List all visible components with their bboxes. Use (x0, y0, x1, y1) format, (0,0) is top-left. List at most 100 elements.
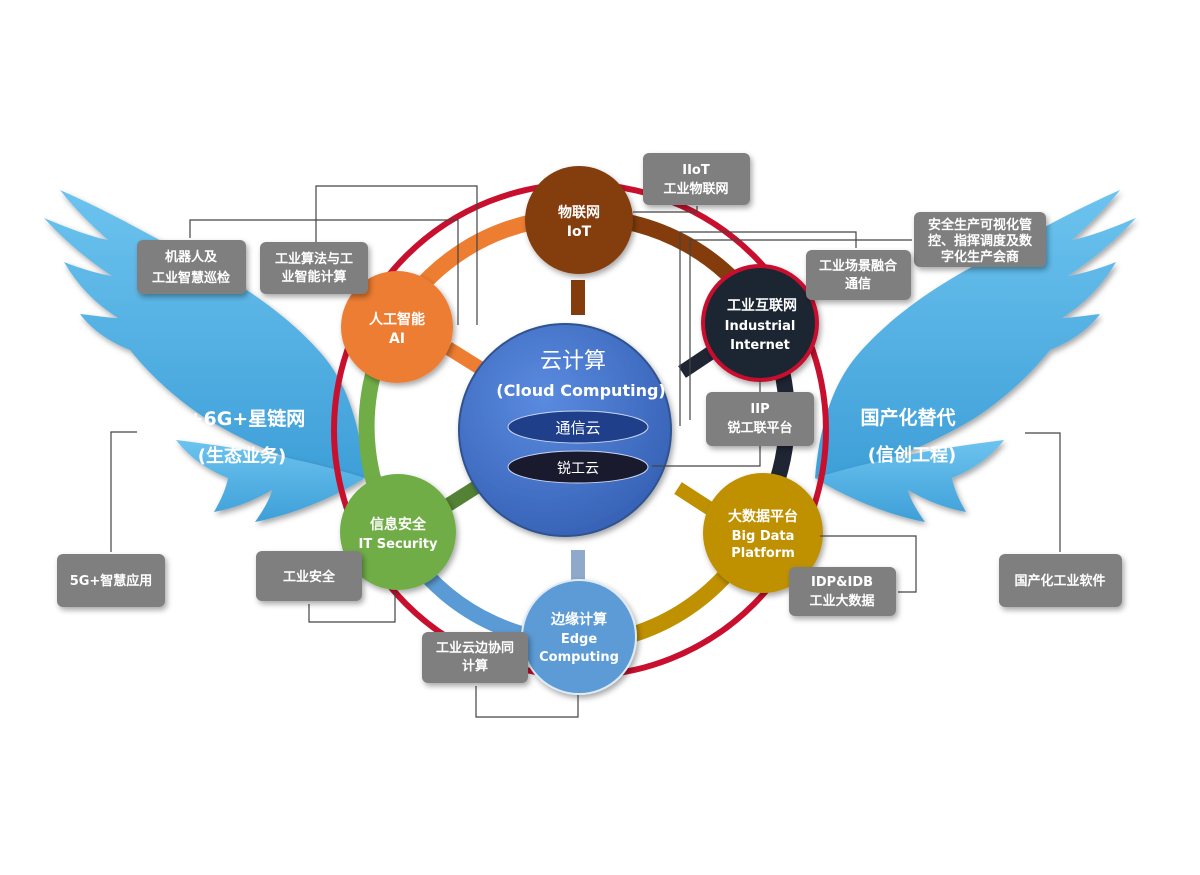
node-big-data: 大数据平台 Big Data Platform (703, 473, 823, 593)
node-bigdata-label-en2: Platform (731, 546, 795, 561)
box-iip-line2: 锐工联平台 (727, 420, 792, 436)
node-security-label-en: IT Security (359, 537, 438, 552)
node-bigdata-label-cn: 大数据平台 (728, 508, 798, 525)
node-iot-circle (525, 166, 633, 274)
center-title: 云计算 (540, 349, 606, 374)
box-scene-line1: 工业场景融合 (819, 258, 898, 274)
box-domestic-bg (999, 554, 1122, 607)
right-wing-title: 国产化替代 (860, 406, 955, 429)
box-iiot-line2: 工业物联网 (663, 181, 728, 197)
pill-comm-cloud-label: 通信云 (555, 419, 600, 437)
node-bigdata-label-en1: Big Data (732, 529, 795, 544)
right-wing-subtitle: (信创工程) (868, 444, 956, 466)
box-industrial-security: 工业安全 (256, 551, 362, 601)
box-idp: IDP&IDB 工业大数据 (789, 567, 896, 616)
box-edgecoop-line2: 计算 (462, 658, 488, 674)
spokes (444, 280, 716, 582)
node-security: 信息安全 IT Security (340, 474, 456, 590)
node-edge-label-en2: Computing (539, 650, 619, 665)
box-domestic-software: 国产化工业软件 (999, 554, 1122, 607)
spoke-ai (444, 342, 484, 374)
box-safety: 安全生产可视化管 控、指挥调度及数 字化生产会商 (914, 212, 1046, 267)
info-boxes: IIoT 工业物联网 安全生产可视化管 控、指挥调度及数 字化生产会商 工业场景… (57, 153, 1122, 683)
box-iip: IIP 锐工联平台 (706, 392, 814, 446)
node-ai: 人工智能 AI (341, 271, 453, 383)
box-indsec-bg (256, 551, 362, 601)
connector-wing-domestic (1025, 432, 1061, 552)
spoke-bigdata (674, 482, 716, 516)
connector-iot-iiot (633, 206, 698, 213)
node-security-circle (340, 474, 456, 590)
right-wing: 国产化替代 (信创工程) (815, 190, 1136, 522)
box-safety-line2: 控、指挥调度及数 (928, 233, 1033, 249)
box-5g-bg (57, 554, 165, 607)
box-robot-bg (137, 240, 246, 294)
left-wing: 5G+6G+星链网 (生态业务) (44, 190, 365, 522)
box-algo-line2: 业智能计算 (281, 269, 346, 285)
node-iot-label-cn: 物联网 (558, 204, 600, 221)
node-industrial-label-cn: 工业互联网 (727, 298, 797, 314)
pill-ruigong-cloud (507, 450, 649, 484)
box-idp-bg (789, 567, 896, 616)
center-node: 云计算 (Cloud Computing) 通信云 锐工云 (458, 323, 672, 537)
box-robot-line2: 工业智慧巡检 (152, 270, 230, 286)
box-5g-app: 5G+智慧应用 (57, 554, 165, 607)
left-wing-shape (44, 190, 365, 478)
box-algo-line1: 工业算法与工 (275, 251, 353, 267)
node-security-label-cn: 信息安全 (370, 516, 427, 533)
connector-industrial-safety (689, 239, 912, 420)
box-scene-line2: 通信 (845, 276, 871, 292)
box-scene: 工业场景融合 通信 (806, 250, 911, 300)
node-ai-label-cn: 人工智能 (369, 311, 425, 328)
node-industrial-label-en1: Industrial (725, 319, 796, 334)
pill-comm-cloud (507, 410, 649, 444)
node-industrial-label-en2: Internet (730, 338, 790, 353)
box-edgecoop-bg (422, 632, 528, 683)
box-edge-coop: 工业云边协同 计算 (422, 632, 528, 683)
box-robot: 机器人及 工业智慧巡检 (137, 240, 246, 294)
node-iot-label-en: IoT (567, 224, 592, 240)
box-idp-line1: IDP&IDB (811, 575, 873, 590)
left-wing-subtitle: (生态业务) (198, 445, 286, 467)
box-5g-line1: 5G+智慧应用 (70, 573, 153, 589)
center-subtitle: (Cloud Computing) (496, 381, 665, 400)
box-safety-bg (914, 212, 1046, 267)
box-algo-bg (260, 242, 368, 294)
box-safety-line1: 安全生产可视化管 (928, 217, 1032, 233)
right-wing-shape (815, 190, 1136, 478)
left-wing-lower (176, 440, 365, 522)
box-domestic-line1: 国产化工业软件 (1014, 573, 1105, 589)
node-iot: 物联网 IoT (525, 166, 633, 274)
node-ai-circle (341, 271, 453, 383)
box-robot-line1: 机器人及 (165, 249, 218, 265)
spoke-industrial (678, 346, 716, 378)
box-iiot-bg (643, 153, 750, 205)
connector-ai-algo (189, 219, 459, 325)
right-wing-lower (815, 440, 1004, 522)
box-iip-bg (706, 392, 814, 446)
node-bigdata-circle (703, 473, 823, 593)
connector-bigdata-idp (820, 535, 917, 593)
box-iiot-line1: IIoT (682, 163, 710, 178)
node-edge-label-en1: Edge (561, 632, 597, 647)
node-ai-label-en: AI (389, 331, 405, 347)
box-edgecoop-line1: 工业云边协同 (436, 640, 514, 656)
box-indsec-line1: 工业安全 (283, 569, 336, 585)
box-iip-line1: IIP (750, 402, 769, 417)
connector-security-indsec (308, 592, 396, 623)
box-safety-line3: 字化生产会商 (941, 249, 1019, 265)
connector-edge-coop (475, 686, 579, 718)
node-edge-label-cn: 边缘计算 (550, 611, 607, 628)
connector-ai-robot (315, 185, 478, 325)
left-wing-title: 5G+6G+星链网 (159, 407, 305, 430)
pill-ruigong-cloud-label: 锐工云 (557, 461, 599, 477)
box-iiot: IIoT 工业物联网 (643, 153, 750, 205)
box-scene-bg (806, 250, 911, 300)
spoke-security (444, 480, 482, 511)
box-algo: 工业算法与工 业智能计算 (260, 242, 368, 294)
connector-wing-5g (110, 431, 137, 552)
node-industrial-internet: 工业互联网 Industrial Internet (701, 264, 819, 382)
node-edge: 边缘计算 Edge Computing (521, 579, 637, 695)
box-idp-line2: 工业大数据 (809, 593, 874, 609)
